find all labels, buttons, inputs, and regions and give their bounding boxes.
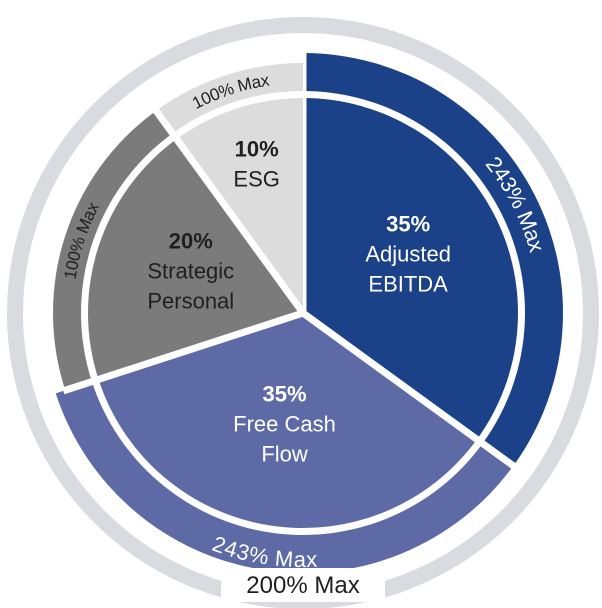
wedge-divider-esg: [152, 107, 306, 316]
chart-wedges: [53, 51, 563, 573]
segment-name-line: Strategic: [147, 259, 234, 284]
segment-percent: 10%: [235, 136, 279, 161]
segment-percent: 20%: [169, 229, 213, 254]
wedge-divider-fcf: [300, 310, 518, 470]
total-max-label-background: [221, 568, 385, 602]
total-max-label: 200% Max: [246, 572, 359, 599]
segment-percent: 35%: [386, 211, 430, 236]
wedge-max-band-strategic: [53, 110, 303, 391]
wedge-max-band-ebitda: [303, 53, 563, 466]
segment-name-line: EBITDA: [368, 271, 448, 296]
wedge-separator-esg: [172, 91, 303, 140]
segment-name-line: Adjusted: [365, 241, 451, 266]
segment-name-line: Flow: [261, 442, 308, 467]
segment-name-line: ESG: [233, 166, 279, 191]
segment-percent: 35%: [263, 382, 307, 407]
segment-name-line: Free Cash: [233, 412, 336, 437]
wedge-separator-strategic: [81, 133, 177, 382]
segment-name-line: Personal: [147, 289, 234, 314]
wedge-divider-strategic: [62, 309, 305, 395]
segment-label-esg: 10% ESG: [233, 136, 279, 191]
wedge-separator-fcf: [91, 379, 483, 535]
wedge-separator-ebitda: [303, 91, 525, 444]
